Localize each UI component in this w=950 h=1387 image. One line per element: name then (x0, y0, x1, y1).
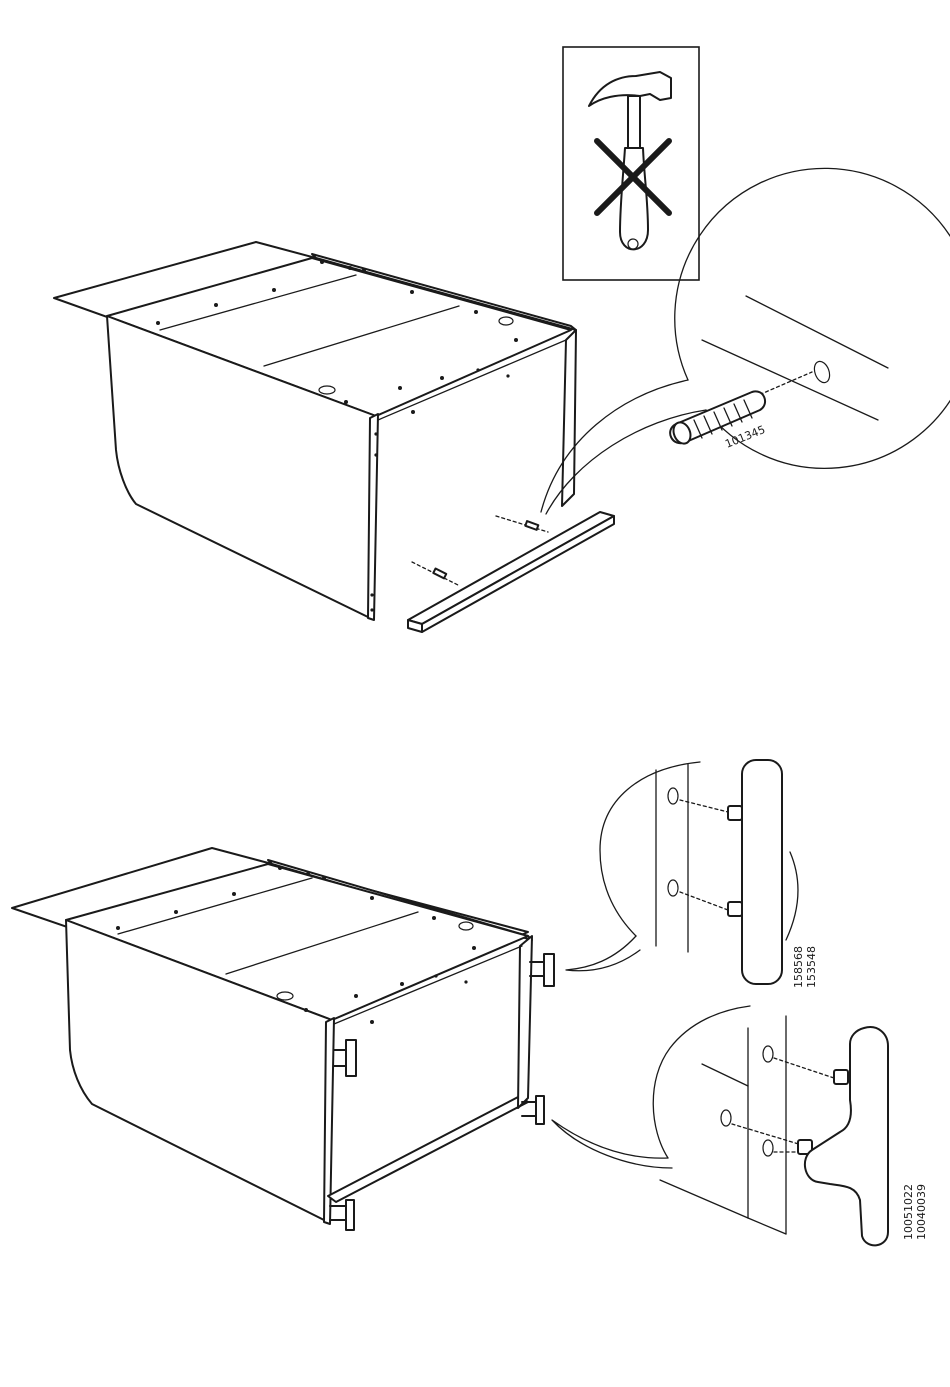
handle-detail-b: 10051022 10040039 (552, 1006, 928, 1245)
part-number-handle-a-1: 158568 (792, 946, 805, 988)
handle-detail-a: 158568 153548 (566, 760, 818, 988)
part-number-dowel: 101345 (723, 423, 767, 451)
part-number-handle-a-2: 153548 (805, 946, 818, 988)
part-number-handle-b-1: 10051022 (902, 1184, 915, 1240)
part-number-handle-b-2: 10040039 (915, 1184, 928, 1240)
no-hammer-warning (563, 47, 699, 280)
callout-pointer-handle-a (566, 936, 640, 971)
handle-t-icon (805, 1027, 888, 1245)
callout-pointer-handle-b (552, 1120, 672, 1168)
dowel-detail: 101345 (670, 168, 950, 468)
cabinet-step2 (12, 848, 554, 1230)
cabinet-step1 (54, 242, 614, 632)
handle-bar-icon (742, 760, 782, 984)
